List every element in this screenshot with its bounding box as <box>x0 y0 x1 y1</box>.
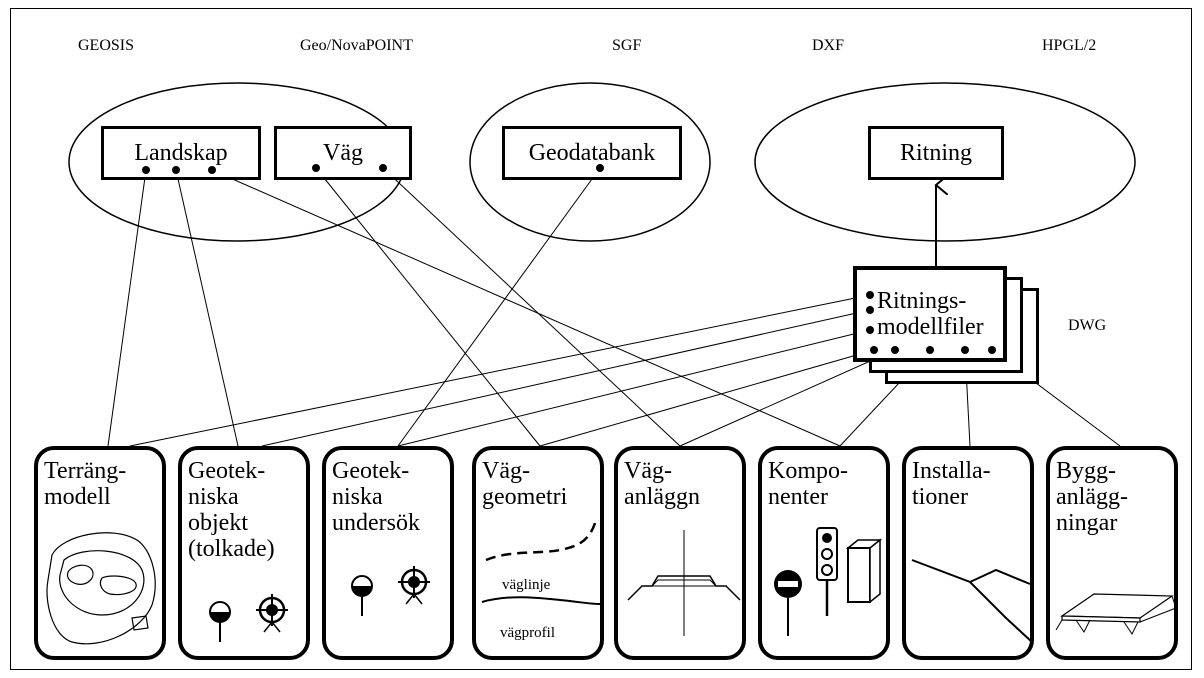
card-title-line: Väg- <box>482 458 530 484</box>
card-installationer: Installa- tioner <box>902 446 1034 660</box>
vaglinje-label: väglinje <box>502 577 551 593</box>
vagprofil-label: vägprofil <box>500 625 555 641</box>
no-entry-sign-icon <box>774 570 802 636</box>
card-title-line: geometri <box>482 484 568 510</box>
card-title-line: tioner <box>912 484 968 510</box>
card-title-line: Kompo- <box>768 458 848 484</box>
card-geotekniska-undersok: Geotek- niska undersök <box>322 446 454 660</box>
model-files-box: Ritnings- modellfiler <box>853 266 1007 362</box>
landskap-box: Landskap <box>101 126 261 180</box>
road-cross-section-icon <box>627 530 741 636</box>
card-title-line: niska <box>188 484 239 510</box>
card-geotekniska-objekt: Geotek- niska objekt (tolkade) <box>178 446 310 660</box>
bridge-icon <box>1055 593 1177 635</box>
card-title-line: anläggn <box>624 484 700 510</box>
terrain-contour-icon <box>46 532 156 645</box>
card-title-line: (tolkade) <box>188 536 275 562</box>
sounding-symbol-icon <box>256 594 288 633</box>
format-label-geonovapoint: Geo/NovaPOINT <box>300 37 413 54</box>
card-title-line: nenter <box>768 484 828 510</box>
vag-box: Väg <box>274 126 412 180</box>
sounding-symbol-icon <box>398 566 430 605</box>
half-filled-marker-icon <box>209 601 231 642</box>
card-vaggeometri: Väg- geometri väglinje vägprofil <box>472 446 604 660</box>
card-komponenter: Kompo- nenter <box>758 446 890 660</box>
card-title-line: Terräng- <box>44 458 127 484</box>
road-line-icon <box>481 519 601 605</box>
format-label-dwg: DWG <box>1068 317 1107 334</box>
card-title-line: Installa- <box>912 458 991 484</box>
card-title-line: Geotek- <box>188 458 266 484</box>
ritning-box: Ritning <box>868 126 1004 180</box>
card-title-line: modell <box>44 484 111 510</box>
format-label-sgf: SGF <box>612 37 642 54</box>
card-title-line: anlägg- <box>1056 484 1128 510</box>
model-files-line2: modellfiler <box>877 314 984 340</box>
cabinet-icon <box>846 538 882 604</box>
pipe-network-icon <box>911 559 1033 643</box>
card-title-line: ningar <box>1056 510 1118 536</box>
diagram-frame <box>10 8 1192 670</box>
card-title-line: niska <box>332 484 383 510</box>
card-title-line: objekt <box>188 510 248 536</box>
card-bygganlaggningar: Bygg- anlägg- ningar <box>1046 446 1178 660</box>
card-title-line: undersök <box>332 510 420 536</box>
traffic-light-icon <box>816 527 838 616</box>
card-title-line: Geotek- <box>332 458 410 484</box>
card-title-line: Väg- <box>624 458 672 484</box>
card-title-line: Bygg- <box>1056 458 1116 484</box>
dxf-hpgl-ellipse <box>754 82 1136 242</box>
format-label-hpgl: HPGL/2 <box>1042 37 1097 54</box>
sgf-ellipse <box>469 82 711 242</box>
model-files-line1: Ritnings- <box>877 288 967 314</box>
format-label-dxf: DXF <box>812 37 845 54</box>
card-vaganlaggn: Väg- anläggn <box>614 446 746 660</box>
card-terrangmodell: Terräng- modell <box>34 446 166 660</box>
half-filled-marker-icon <box>351 575 373 616</box>
format-label-geosis: GEOSIS <box>78 37 135 54</box>
geodatabank-box: Geodatabank <box>502 126 682 180</box>
